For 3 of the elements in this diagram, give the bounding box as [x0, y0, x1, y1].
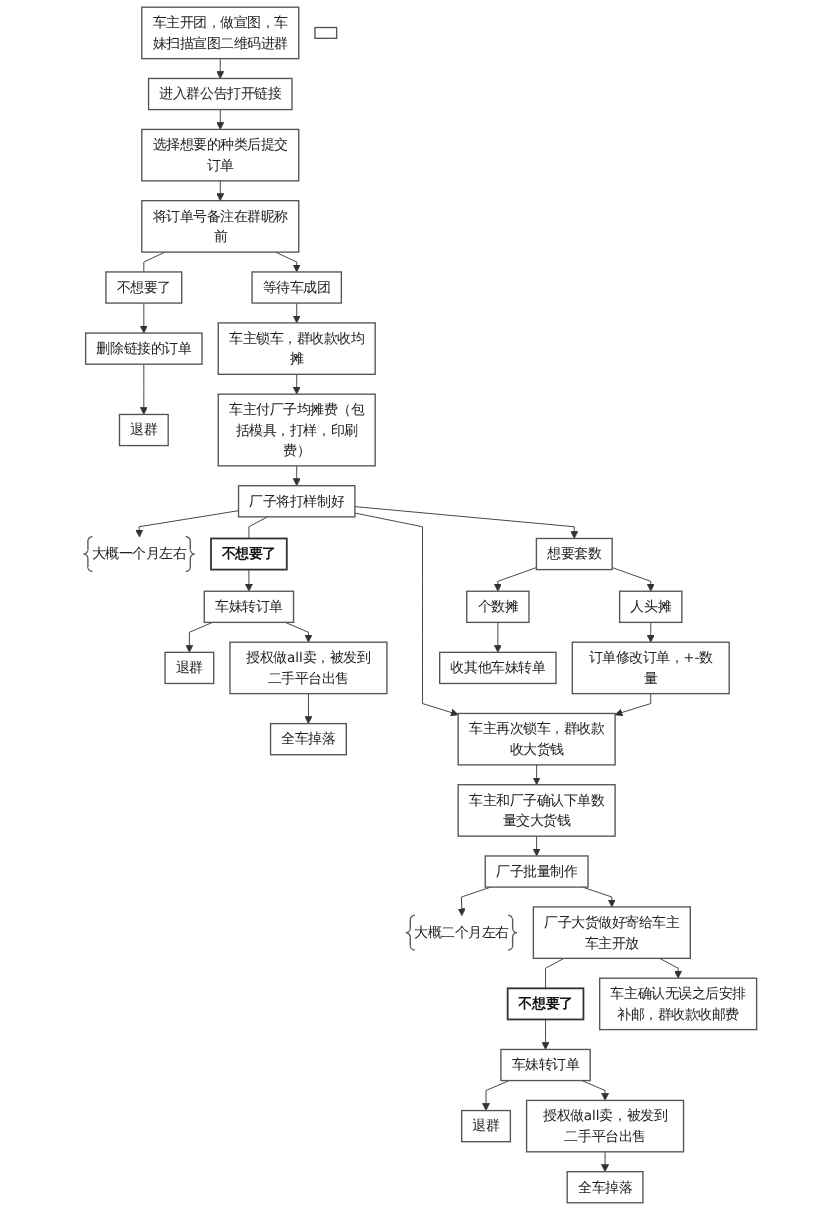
connector: [143, 251, 166, 273]
connector: [248, 516, 268, 539]
node-box: [314, 26, 338, 39]
